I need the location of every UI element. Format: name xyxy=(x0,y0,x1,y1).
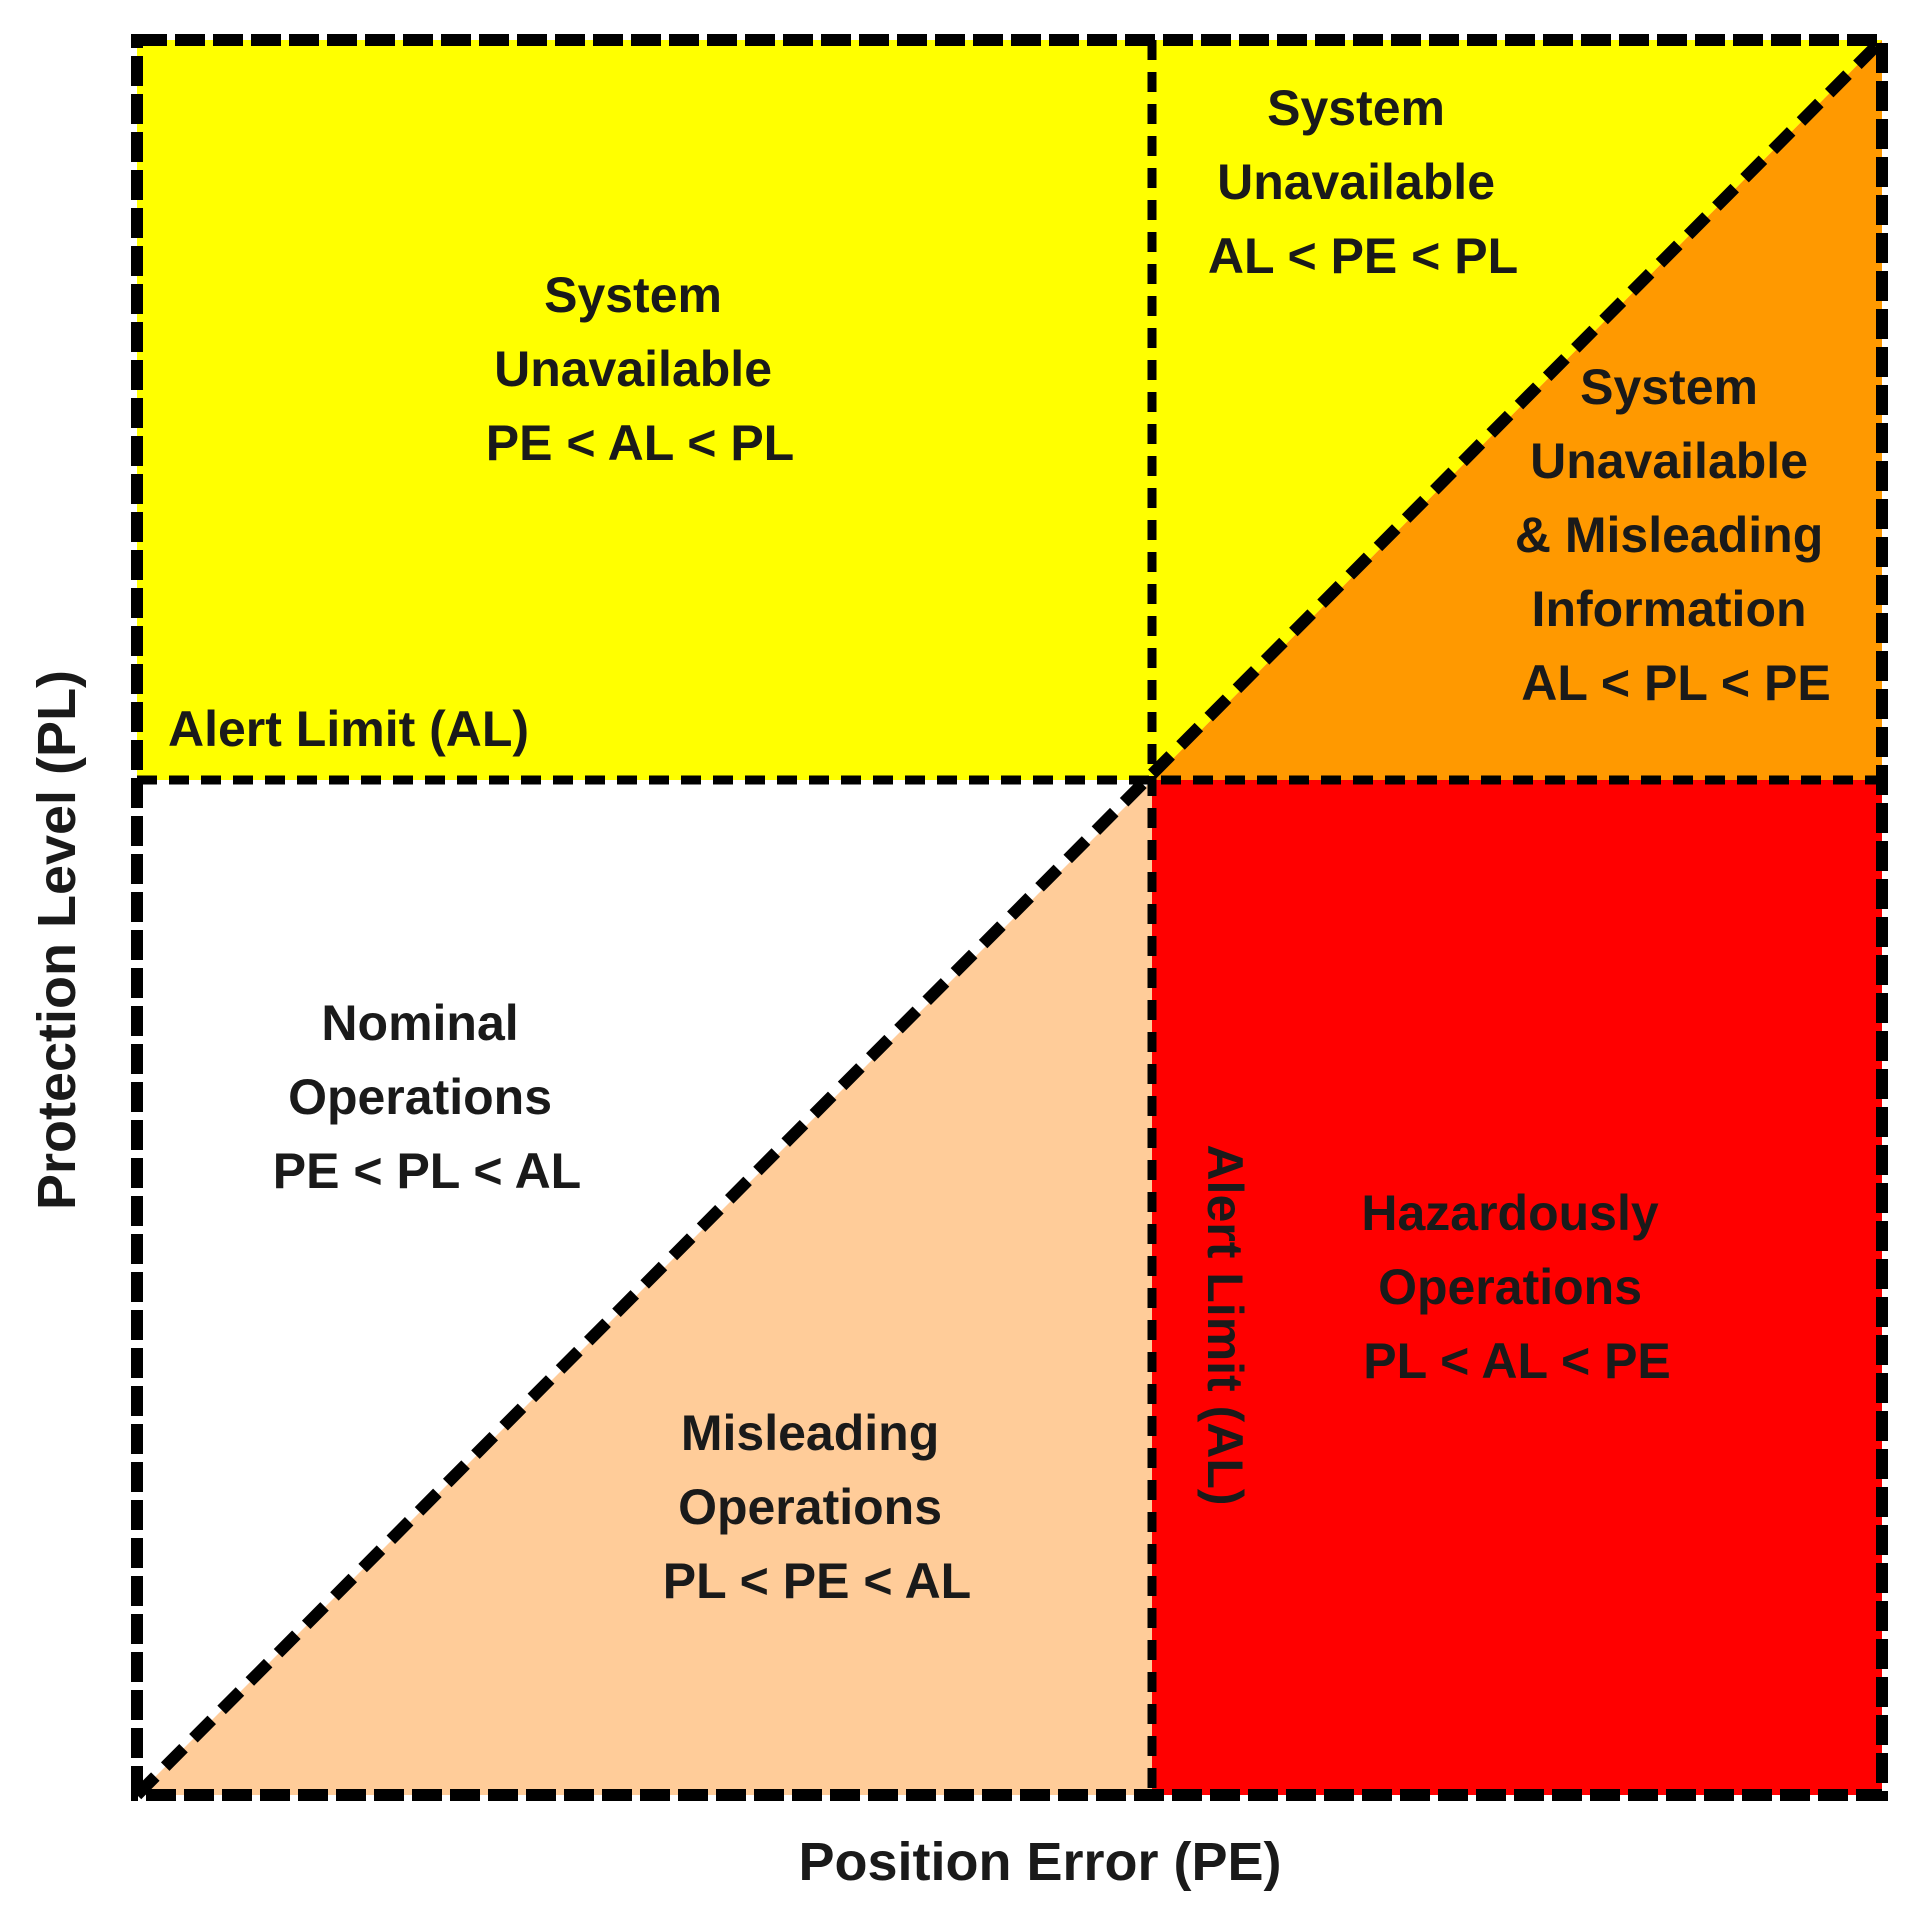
pl-equals-pe-diagonal xyxy=(132,35,1887,1800)
label-line: AL < PE < PL xyxy=(1208,228,1518,284)
region-unavailable-left-label: System Unavailable PE < AL < PL xyxy=(486,267,794,471)
label-line: Misleading xyxy=(681,1405,939,1461)
label-line: System xyxy=(1267,80,1445,136)
x-axis-label: Position Error (PE) xyxy=(798,1832,1281,1892)
y-axis-label: Protection Level (PL) xyxy=(27,670,87,1210)
label-line: Unavailable xyxy=(494,341,772,397)
label-line: PE < PL < AL xyxy=(273,1143,581,1199)
label-line: PL < PE < AL xyxy=(663,1553,971,1609)
region-unavailable-misleading-label: System Unavailable & Misleading Informat… xyxy=(1515,359,1837,711)
label-line: Operations xyxy=(1378,1259,1642,1315)
label-line: & Misleading xyxy=(1515,507,1823,563)
label-line: System xyxy=(544,267,722,323)
region-misleading-label: Misleading Operations PL < PE < AL xyxy=(663,1405,971,1609)
region-hazardous-fill xyxy=(1152,780,1882,1795)
label-line: Information xyxy=(1532,581,1807,637)
label-line: Unavailable xyxy=(1530,433,1808,489)
label-line: System xyxy=(1580,359,1758,415)
label-line: Nominal xyxy=(321,995,518,1051)
region-misleading-fill xyxy=(137,780,1152,1795)
region-nominal-label: Nominal Operations PE < PL < AL xyxy=(273,995,581,1199)
region-hazardous-label: Hazardously Operations PL < AL < PE xyxy=(1361,1185,1672,1389)
label-line: Operations xyxy=(678,1479,942,1535)
label-line: Unavailable xyxy=(1217,154,1495,210)
label-line: Operations xyxy=(288,1069,552,1125)
alert-limit-vertical-label: Alert Limit (AL) xyxy=(1197,1144,1253,1505)
region-unavailable-right-label: System Unavailable AL < PE < PL xyxy=(1208,80,1518,284)
alert-limit-horizontal-label: Alert Limit (AL) xyxy=(168,701,529,757)
region-unavailable-left-fill xyxy=(137,40,1152,780)
label-line: PE < AL < PL xyxy=(486,415,794,471)
label-line: AL < PL < PE xyxy=(1521,655,1830,711)
label-line: PL < AL < PE xyxy=(1363,1333,1671,1389)
label-line: Hazardously xyxy=(1361,1185,1659,1241)
diagram-frame xyxy=(131,34,1888,1801)
